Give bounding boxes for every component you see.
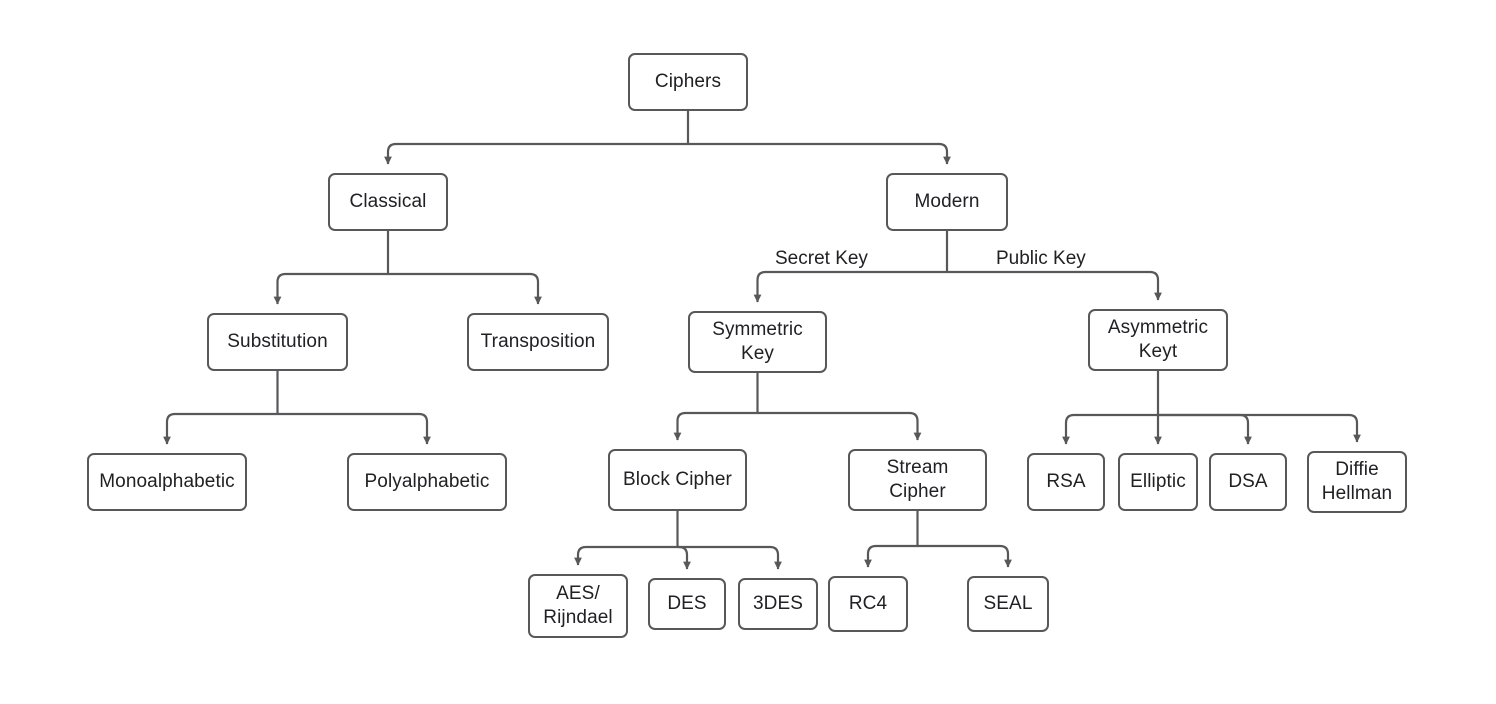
node-3des[interactable]: 3DES	[738, 578, 818, 630]
node-dsa[interactable]: DSA	[1209, 453, 1287, 511]
node-asymmetric-key[interactable]: Asymmetric Keyt	[1088, 309, 1228, 371]
edge-classical-to-substitution	[273, 272, 388, 305]
node-polyalphabetic[interactable]: Polyalphabetic	[347, 453, 507, 511]
edge-asymmetric-key-to-dsa	[1158, 413, 1252, 445]
node-monoalphabetic[interactable]: Monoalphabetic	[87, 453, 247, 511]
node-stream-cipher[interactable]: Stream Cipher	[848, 449, 987, 511]
node-aes-rijndael[interactable]: AES/ Rijndael	[528, 574, 628, 638]
edge-symmetric-key-to-stream-cipher	[757, 411, 922, 441]
node-rsa[interactable]: RSA	[1027, 453, 1105, 511]
node-classical[interactable]: Classical	[328, 173, 448, 231]
node-substitution[interactable]: Substitution	[207, 313, 348, 371]
edge-modern-to-symmetric-key	[753, 270, 947, 303]
edge-stream-cipher-to-rc4	[864, 544, 918, 568]
node-transposition[interactable]: Transposition	[467, 313, 609, 371]
edge-stream-cipher-to-seal	[917, 544, 1012, 568]
edge-label-secret-key: Secret Key	[772, 248, 871, 270]
edge-asymmetric-key-to-rsa	[1062, 413, 1158, 445]
edge-asymmetric-key-to-diffie-hellman	[1158, 413, 1361, 443]
node-diffie-hellman[interactable]: Diffie Hellman	[1307, 451, 1407, 513]
edge-classical-to-transposition	[388, 272, 542, 305]
node-des[interactable]: DES	[648, 578, 726, 630]
edge-block-cipher-to-aes-rijndael	[574, 545, 678, 566]
node-modern[interactable]: Modern	[886, 173, 1008, 231]
node-ciphers[interactable]: Ciphers	[628, 53, 748, 111]
edge-symmetric-key-to-block-cipher	[673, 411, 758, 441]
edge-label-public-key: Public Key	[993, 248, 1089, 270]
edge-ciphers-to-modern	[688, 142, 951, 165]
edge-substitution-to-polyalphabetic	[277, 412, 431, 445]
edge-modern-to-asymmetric-key	[947, 270, 1162, 301]
node-symmetric-key[interactable]: Symmetric Key	[688, 311, 827, 373]
edge-substitution-to-monoalphabetic	[163, 412, 278, 445]
node-block-cipher[interactable]: Block Cipher	[608, 449, 747, 511]
node-rc4[interactable]: RC4	[828, 576, 908, 632]
edge-block-cipher-to-des	[677, 545, 691, 570]
node-elliptic[interactable]: Elliptic	[1118, 453, 1198, 511]
node-seal[interactable]: SEAL	[967, 576, 1049, 632]
edge-ciphers-to-classical	[384, 142, 688, 165]
edge-block-cipher-to-3des	[677, 545, 782, 570]
